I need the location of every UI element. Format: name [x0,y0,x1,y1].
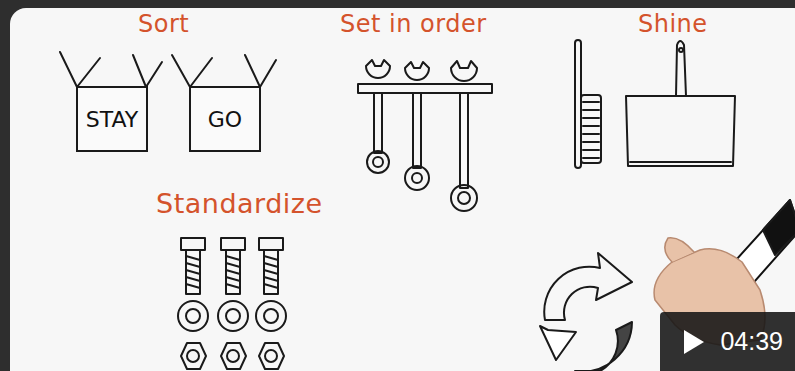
washers [226,309,240,323]
dustpan [630,161,731,163]
bolts [186,256,278,288]
cycle-arrows [575,322,632,371]
nuts [181,343,284,369]
wrench-rack [405,166,429,190]
hand-with-marker [763,200,795,255]
cycle-arrows [540,326,576,360]
nuts [181,343,206,369]
wrench-rack [367,151,389,173]
washers [178,301,208,331]
bolts [181,238,205,250]
nuts [187,350,199,362]
box-flaps [60,52,162,87]
wrench-rack [405,62,429,80]
nuts [221,343,246,369]
nuts [227,350,239,362]
dustpan [626,96,735,166]
box-flaps [172,55,276,87]
step-heading: Set in order [340,10,487,38]
wrench-rack [412,173,422,183]
wrench-rack [413,93,421,168]
washers [218,301,248,331]
play-icon [682,329,706,355]
wrench-rack [373,157,383,167]
bolts [221,238,245,250]
wrench-rack [460,93,468,188]
bolts [259,238,283,250]
play-icon [684,330,704,354]
dustpan [626,41,735,166]
washers [178,301,286,331]
step-heading: Sort [138,10,189,38]
box-label: STAY [86,107,138,132]
wrench-rack [458,192,470,204]
wrench-rack [358,84,492,93]
brush [581,95,601,163]
wrench-rack [366,60,390,78]
sort-box: GO [189,86,261,152]
wrench-rack [358,60,492,211]
washers [264,309,278,323]
timestamp-text: 04:39 [720,327,783,356]
dustpan [679,48,683,52]
wrench-rack [451,185,477,211]
brush [583,102,599,158]
nuts [259,343,284,369]
nuts [265,350,277,362]
dustpan [676,41,686,96]
box-flaps [60,52,276,87]
washers [256,301,286,331]
step-heading: Shine [638,10,708,38]
cycle-arrows [540,253,632,371]
box-label: GO [208,107,242,132]
video-timestamp: 04:39 [660,312,795,371]
wrench-rack [374,93,382,153]
sort-box: STAY [76,86,148,152]
wrench-rack [451,61,477,81]
washers [186,309,200,323]
step-heading: Standardize [156,188,323,219]
hand-with-marker [665,238,694,262]
brush [575,40,601,168]
cycle-arrows [544,253,632,320]
bolts [181,238,283,294]
